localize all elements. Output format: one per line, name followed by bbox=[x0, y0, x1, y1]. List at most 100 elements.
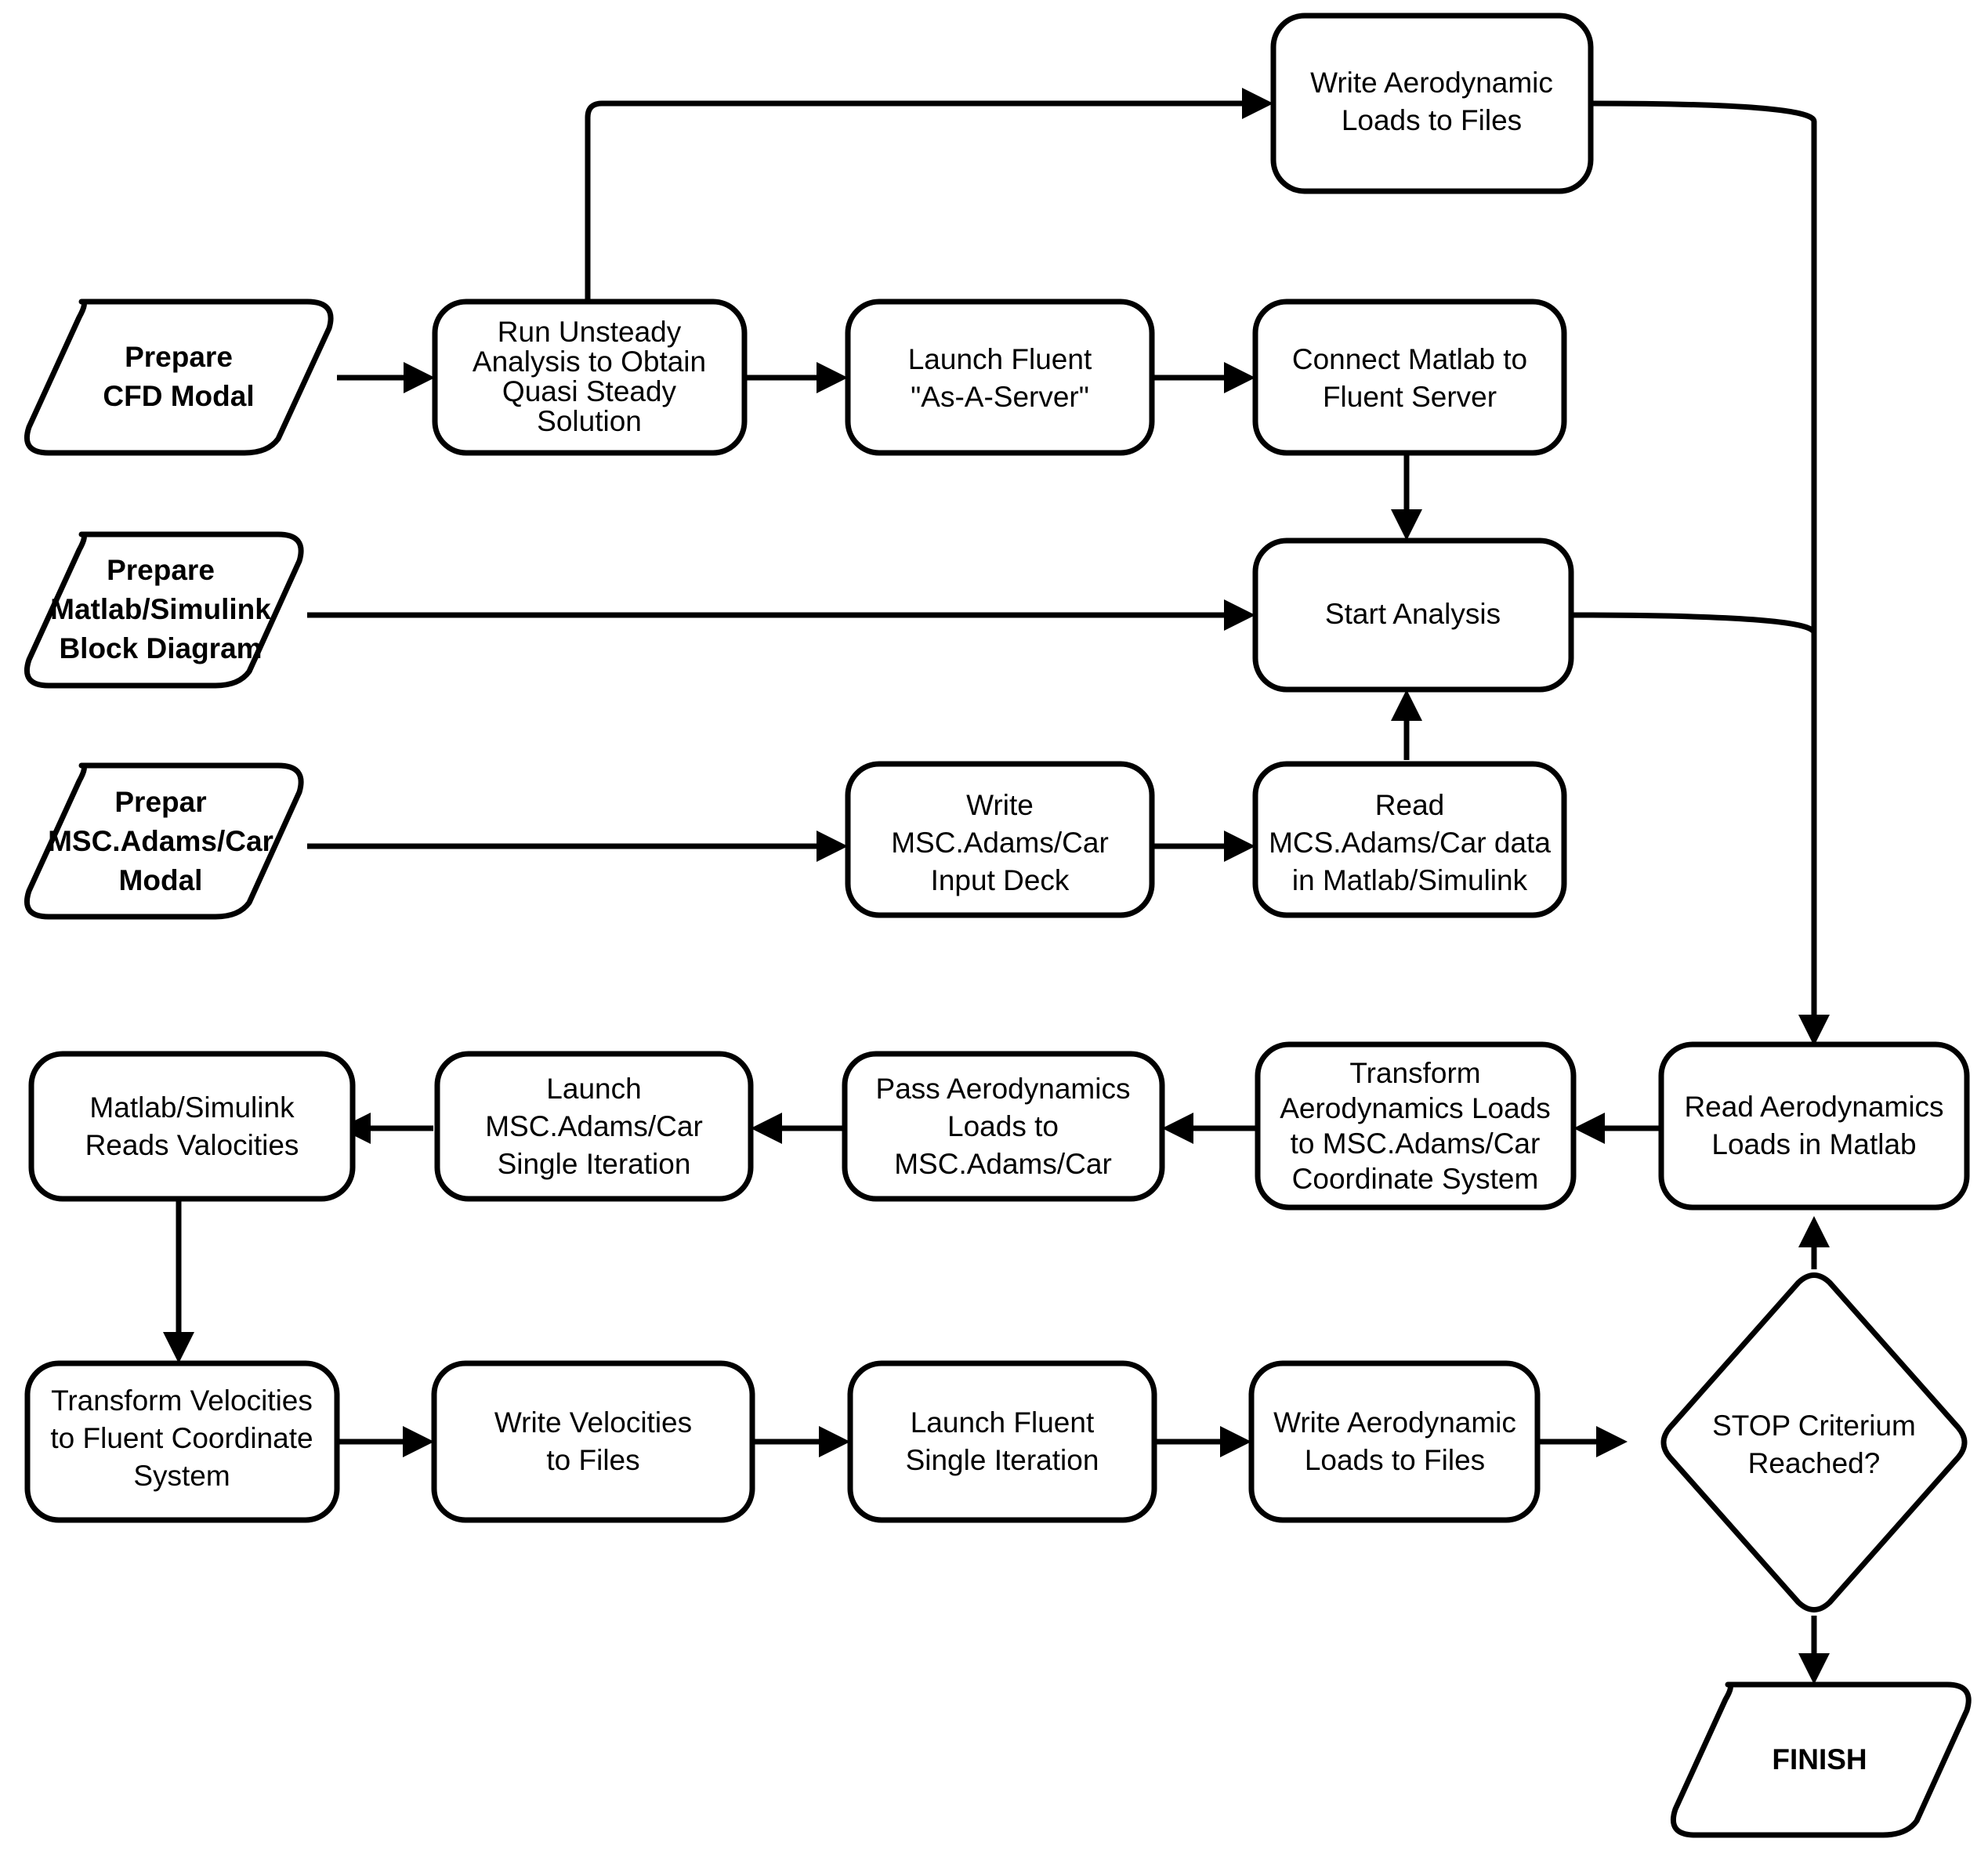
node-launch-fluent-iteration[interactable]: Launch Fluent Single Iteration bbox=[847, 1360, 1157, 1523]
node-matlab-reads-velocities[interactable]: Matlab/Simulink Reads Valocities bbox=[28, 1051, 356, 1202]
node-label-line: Loads to Files bbox=[1342, 104, 1522, 136]
node-read-adams-data[interactable]: Read MCS.Adams/Car data in Matlab/Simuli… bbox=[1252, 761, 1567, 918]
node-label-line: Reads Valocities bbox=[85, 1129, 299, 1161]
node-label-line: Aerodynamics Loads bbox=[1280, 1092, 1551, 1124]
node-shape-process[interactable] bbox=[24, 1360, 340, 1523]
node-read-aero-matlab[interactable]: Read Aerodynamics Loads in Matlab bbox=[1658, 1041, 1970, 1211]
node-label-line: Input Deck bbox=[931, 864, 1070, 896]
node-label-line: Single Iteration bbox=[906, 1444, 1099, 1476]
node-label-line: Prepare bbox=[107, 554, 215, 586]
node-pass-aero-loads[interactable]: Pass Aerodynamics Loads to MSC.Adams/Car bbox=[842, 1051, 1165, 1202]
node-shape-process[interactable] bbox=[842, 1051, 1165, 1202]
node-shape-terminator[interactable] bbox=[1670, 1681, 1972, 1838]
node-shape-process[interactable] bbox=[1252, 537, 1574, 693]
arrowhead-matlab-reads-to-transform-velocities bbox=[163, 1332, 194, 1363]
node-label-line: System bbox=[133, 1460, 230, 1492]
node-label-line: Launch Fluent bbox=[911, 1406, 1095, 1439]
node-launch-fluent-server[interactable]: Launch Fluent "As-A-Server" bbox=[845, 299, 1155, 456]
node-label-line: Analysis to Obtain bbox=[473, 346, 706, 378]
node-label-line: Loads to bbox=[947, 1110, 1059, 1142]
node-shape-process[interactable] bbox=[434, 1051, 754, 1202]
arrowhead-pass-loads-to-launch-adams bbox=[751, 1113, 782, 1144]
node-label-line: MSC.Adams/Car bbox=[891, 827, 1109, 859]
node-label-line: Single Iteration bbox=[498, 1148, 691, 1180]
node-label-line: Transform bbox=[1349, 1057, 1480, 1089]
node-label-line: Quasi Steady bbox=[502, 375, 677, 407]
node-transform-velocities[interactable]: Transform Velocities to Fluent Coordinat… bbox=[24, 1360, 340, 1523]
node-label-line: FINISH bbox=[1772, 1743, 1867, 1775]
arrowhead-trunk-to-read-aero bbox=[1798, 1015, 1830, 1046]
node-run-unsteady[interactable]: Run Unsteady Analysis to Obtain Quasi St… bbox=[432, 299, 748, 456]
node-write-adams-deck[interactable]: Write MSC.Adams/Car Input Deck bbox=[845, 761, 1155, 918]
node-label-line: Write Velocities bbox=[494, 1406, 692, 1439]
node-label-line: Fluent Server bbox=[1323, 381, 1497, 413]
node-label-line: Loads to Files bbox=[1305, 1444, 1485, 1476]
node-write-velocities[interactable]: Write Velocities to Files bbox=[431, 1360, 755, 1523]
edge-write-aero-top-to-read-aero bbox=[1590, 100, 1817, 1030]
node-label-line: MSC.Adams/Car bbox=[48, 825, 273, 857]
node-label-line: Write bbox=[966, 789, 1034, 821]
arrowhead-transform-loads-to-pass-loads bbox=[1162, 1113, 1193, 1144]
node-shape-process[interactable] bbox=[1252, 299, 1567, 456]
node-shape-process[interactable] bbox=[1255, 1041, 1577, 1211]
node-transform-aero-loads[interactable]: Transform Aerodynamics Loads to MSC.Adam… bbox=[1255, 1041, 1577, 1211]
node-prepare-simulink[interactable]: Prepare Matlab/Simulink Block Diagram bbox=[24, 531, 304, 689]
node-label-line: Matlab/Simulink bbox=[50, 593, 271, 625]
node-start-analysis[interactable]: Start Analysis bbox=[1252, 537, 1574, 693]
node-shape-terminator[interactable] bbox=[24, 531, 304, 689]
node-label-line: Prepar bbox=[114, 786, 206, 818]
node-shape-process[interactable] bbox=[431, 1360, 755, 1523]
node-shape-terminator[interactable] bbox=[24, 762, 304, 920]
node-label-line: Read Aerodynamics bbox=[1684, 1091, 1943, 1123]
arrowhead-write-velocities-to-launch-fluent-iter bbox=[819, 1426, 850, 1457]
node-shape-process[interactable] bbox=[1248, 1360, 1541, 1523]
node-prepare-adams[interactable]: Prepar MSC.Adams/Car Modal bbox=[24, 762, 304, 920]
node-shape-process[interactable] bbox=[845, 761, 1155, 918]
node-label-line: Connect Matlab to bbox=[1292, 343, 1527, 375]
node-shape-process[interactable] bbox=[1658, 1041, 1970, 1211]
arrowhead-launch-fluent-iter-to-write-aero-bottom bbox=[1220, 1426, 1251, 1457]
node-label-line: to Files bbox=[546, 1444, 639, 1476]
node-label-line: Solution bbox=[537, 405, 642, 437]
arrowhead-read-aero-to-transform-loads bbox=[1573, 1113, 1605, 1144]
node-connect-matlab[interactable]: Connect Matlab to Fluent Server bbox=[1252, 299, 1567, 456]
arrowhead-stop-to-read-aero bbox=[1798, 1216, 1830, 1247]
node-label-line: Reached? bbox=[1748, 1447, 1881, 1479]
node-prepare-cfd[interactable]: Prepare CFD Modal bbox=[24, 299, 334, 456]
node-launch-adams-iteration[interactable]: Launch MSC.Adams/Car Single Iteration bbox=[434, 1051, 754, 1202]
node-label-line: STOP Criterium bbox=[1712, 1410, 1916, 1442]
node-shape-process[interactable] bbox=[432, 299, 748, 456]
node-shape-terminator[interactable] bbox=[24, 299, 334, 456]
node-write-aero-bottom[interactable]: Write Aerodynamic Loads to Files bbox=[1248, 1360, 1541, 1523]
node-finish[interactable]: FINISH bbox=[1670, 1681, 1972, 1838]
node-label-line: MCS.Adams/Car data bbox=[1269, 827, 1551, 859]
node-label-line: MSC.Adams/Car bbox=[485, 1110, 703, 1142]
node-shape-decision[interactable] bbox=[1660, 1272, 1968, 1612]
node-shape-process[interactable] bbox=[28, 1051, 356, 1202]
node-label-line: MSC.Adams/Car bbox=[894, 1148, 1112, 1180]
arrowhead-write-deck-to-read-data bbox=[1224, 831, 1255, 862]
arrowhead-connect-matlab-to-start-analysis bbox=[1391, 509, 1422, 541]
arrowhead-launch-fluent-to-connect-matlab bbox=[1224, 362, 1255, 393]
node-shape-process[interactable] bbox=[1252, 761, 1567, 918]
arrowhead-run-unsteady-to-launch-fluent bbox=[817, 362, 848, 393]
node-label-line: Block Diagram bbox=[59, 632, 262, 664]
arrowhead-read-data-to-start-analysis bbox=[1391, 689, 1422, 721]
node-write-aero-top[interactable]: Write Aerodynamic Loads to Files bbox=[1270, 13, 1594, 194]
arrowhead-write-aero-bottom-to-stop bbox=[1596, 1426, 1628, 1457]
arrowhead-prepare-adams-to-write-deck bbox=[817, 831, 848, 862]
edge-start-analysis-to-read-aero bbox=[1570, 612, 1817, 635]
node-shape-process[interactable] bbox=[1270, 13, 1594, 194]
node-label-line: Transform Velocities bbox=[51, 1384, 313, 1417]
node-label-line: Pass Aerodynamics bbox=[876, 1073, 1131, 1105]
node-stop-criterium[interactable]: STOP Criterium Reached? bbox=[1660, 1272, 1968, 1612]
node-label-line: Modal bbox=[119, 864, 203, 896]
node-label-line: Launch Fluent bbox=[908, 343, 1092, 375]
node-shape-process[interactable] bbox=[847, 1360, 1157, 1523]
node-shape-process[interactable] bbox=[845, 299, 1155, 456]
node-label-line: Prepare bbox=[125, 341, 233, 373]
connector-layer bbox=[163, 88, 1830, 1685]
node-label-line: Write Aerodynamic bbox=[1310, 67, 1553, 99]
